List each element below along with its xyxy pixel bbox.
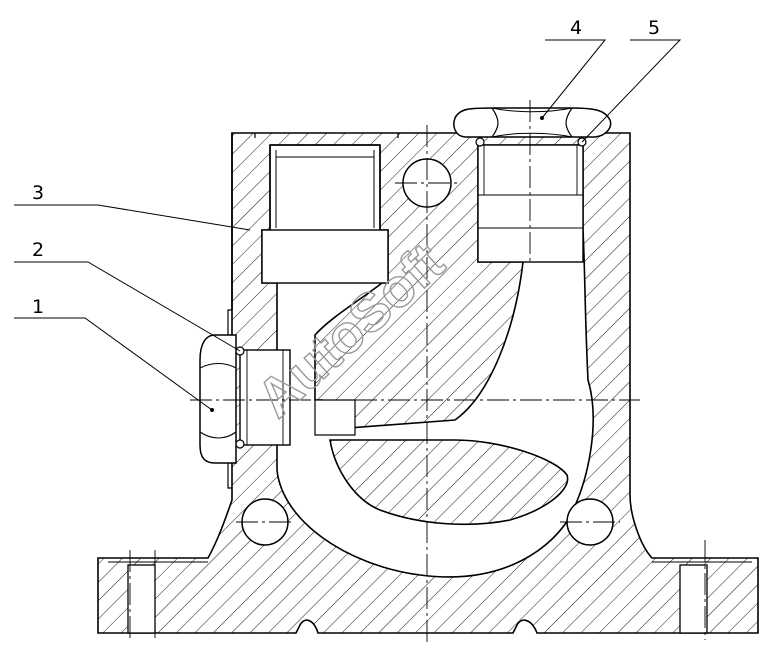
callout-2: 2 xyxy=(32,239,44,261)
hex-plug-side xyxy=(199,334,237,464)
seal-ring-side xyxy=(235,346,245,449)
hex-plug-top xyxy=(453,107,612,138)
callout-3: 3 xyxy=(32,182,44,204)
callout-4: 4 xyxy=(570,17,582,39)
valve-body xyxy=(97,132,759,634)
leader-lines xyxy=(14,39,682,411)
center-lines xyxy=(129,100,706,645)
callout-5: 5 xyxy=(648,17,660,39)
callout-1: 1 xyxy=(32,296,44,318)
